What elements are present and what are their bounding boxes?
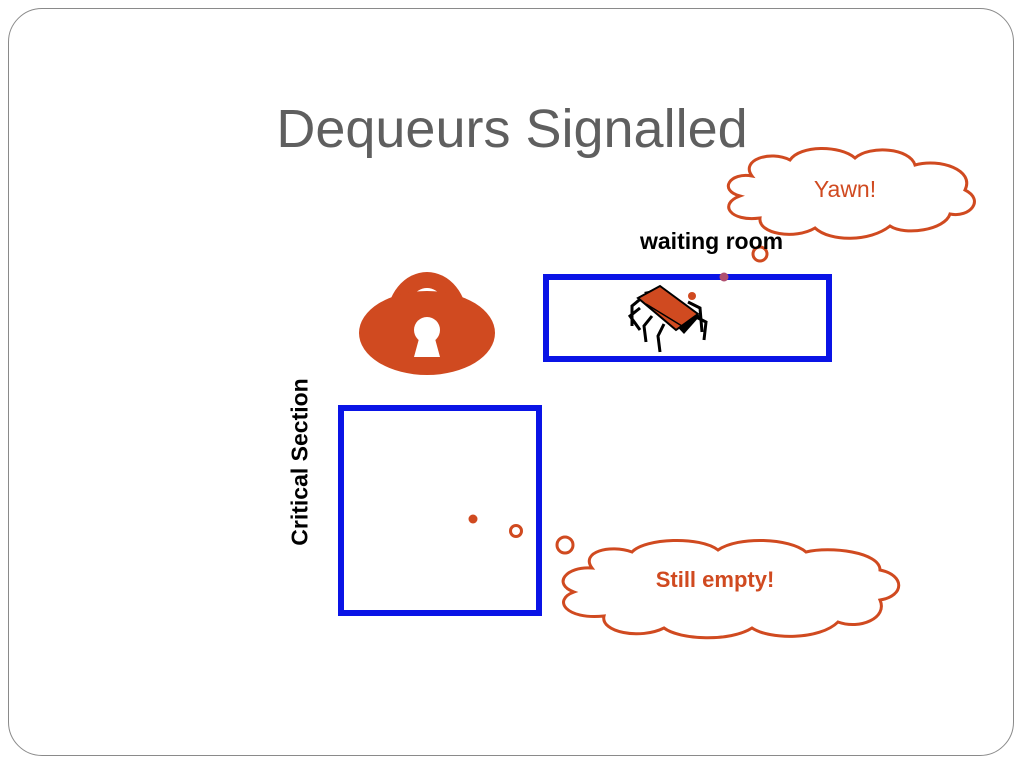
slide-frame [8, 8, 1014, 756]
thought-dot-medium [751, 245, 769, 263]
bug-icon [627, 284, 708, 353]
yawn-thought-text: Yawn! [813, 176, 877, 202]
slide-title: Dequeurs Signalled [276, 99, 748, 159]
lock-icon [359, 272, 495, 375]
critical-section-box [338, 405, 542, 616]
waiting-room-label: waiting room [640, 228, 784, 254]
still-empty-thought-text: Still empty! [655, 567, 775, 592]
thought-dot-medium-2 [509, 524, 523, 538]
thought-dot-large-2 [555, 535, 575, 555]
thought-cloud-icon-2 [561, 539, 901, 640]
thought-dot-small [719, 272, 729, 282]
bug-eye-dot [688, 292, 696, 300]
critical-section-label: Critical Section [286, 378, 313, 546]
thought-dot-small-2 [468, 514, 478, 524]
waiting-room-box [543, 274, 832, 362]
thought-cloud-icon [726, 147, 976, 240]
